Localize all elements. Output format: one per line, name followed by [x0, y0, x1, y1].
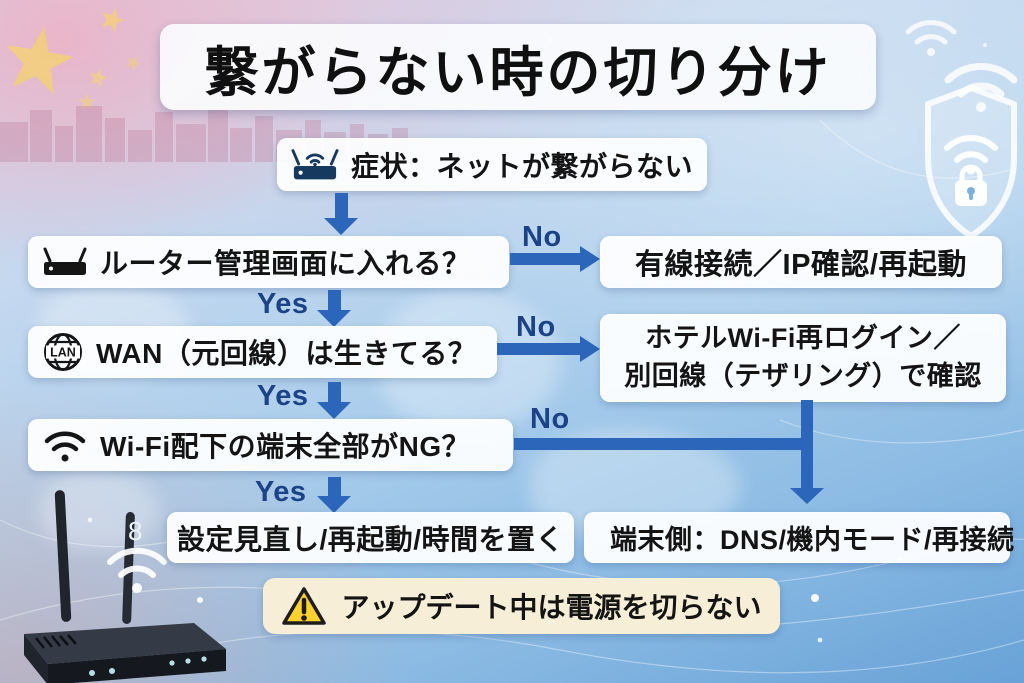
no-line-3: [514, 438, 807, 450]
yes-arrow-1: [317, 290, 351, 327]
no-label-1: No: [522, 221, 562, 253]
result-wired-check-label: 有線接続／IP確認/再起動: [635, 249, 967, 281]
no-arrow-2-head: [580, 336, 600, 362]
no-arrow-1: [510, 253, 580, 265]
connector-arrow-head: [790, 488, 824, 504]
question-wifi-label: Wi-Fi配下の端末全部がNG？: [100, 431, 471, 462]
result-hotel-wifi-box: ホテルWi-Fi再ログイン／ 別回線（テザリング）で確認: [600, 314, 1006, 402]
page-title: 繋がらない時の切り分け: [160, 24, 876, 110]
wifi-glow-icon: [905, 20, 957, 56]
page-title-text: 繋がらない時の切り分け: [204, 42, 832, 103]
no-arrow-2: [497, 343, 580, 355]
yes-label-1: Yes: [257, 288, 309, 320]
wifi-icon: [44, 431, 86, 461]
result-hotel-wifi-line1: ホテルWi-Fi再ログイン／: [645, 323, 961, 354]
yes-arrow-2: [317, 382, 351, 419]
warning-triangle-icon: [282, 587, 327, 625]
question-wan-box: LAN WAN（元回線）は生きてる？: [28, 326, 497, 378]
svg-text:8: 8: [128, 516, 142, 546]
router-icon: [43, 247, 87, 275]
svg-text:LAN: LAN: [50, 346, 76, 360]
result-hotel-wifi-line2: 別回線（テザリング）で確認: [624, 361, 982, 391]
result-wired-check-box: 有線接続／IP確認/再起動: [600, 236, 1002, 288]
flow-arrow-down: [324, 193, 358, 235]
no-label-3: No: [530, 403, 570, 435]
question-wan-label: WAN（元回線）は生きてる？: [96, 338, 477, 369]
wifi-router-icon: [291, 148, 339, 179]
router-photo: 8: [24, 490, 226, 683]
yes-label-3: Yes: [255, 476, 307, 508]
security-shield-icon: [925, 85, 1017, 239]
yes-label-2: Yes: [257, 380, 309, 412]
result-settings-label: 設定見直し/再起動/時間を置く: [176, 523, 565, 555]
result-settings-box: 設定見直し/再起動/時間を置く: [167, 512, 574, 563]
warning-label: アップデート中は電源を切らない: [341, 592, 762, 623]
question-router-admin-box: ルーター管理画面に入れる？: [28, 236, 509, 288]
warning-bar: アップデート中は電源を切らない: [263, 578, 780, 634]
symptom-box: 症状：ネットが繋がらない: [277, 138, 707, 191]
no-label-2: No: [516, 311, 556, 343]
lan-globe-icon: LAN: [44, 333, 82, 371]
question-router-admin-label: ルーター管理画面に入れる？: [100, 248, 471, 279]
result-device-label: 端末側：DNS/機内モード/再接続: [610, 525, 1015, 555]
connector-line-vertical: [801, 400, 813, 488]
question-wifi-box: Wi-Fi配下の端末全部がNG？: [28, 419, 513, 471]
no-arrow-1-head: [580, 246, 600, 272]
symptom-label: 症状：ネットが繋がらない: [350, 150, 693, 182]
result-device-box: 端末側：DNS/機内モード/再接続: [584, 512, 1014, 563]
yes-arrow-3: [317, 477, 351, 513]
